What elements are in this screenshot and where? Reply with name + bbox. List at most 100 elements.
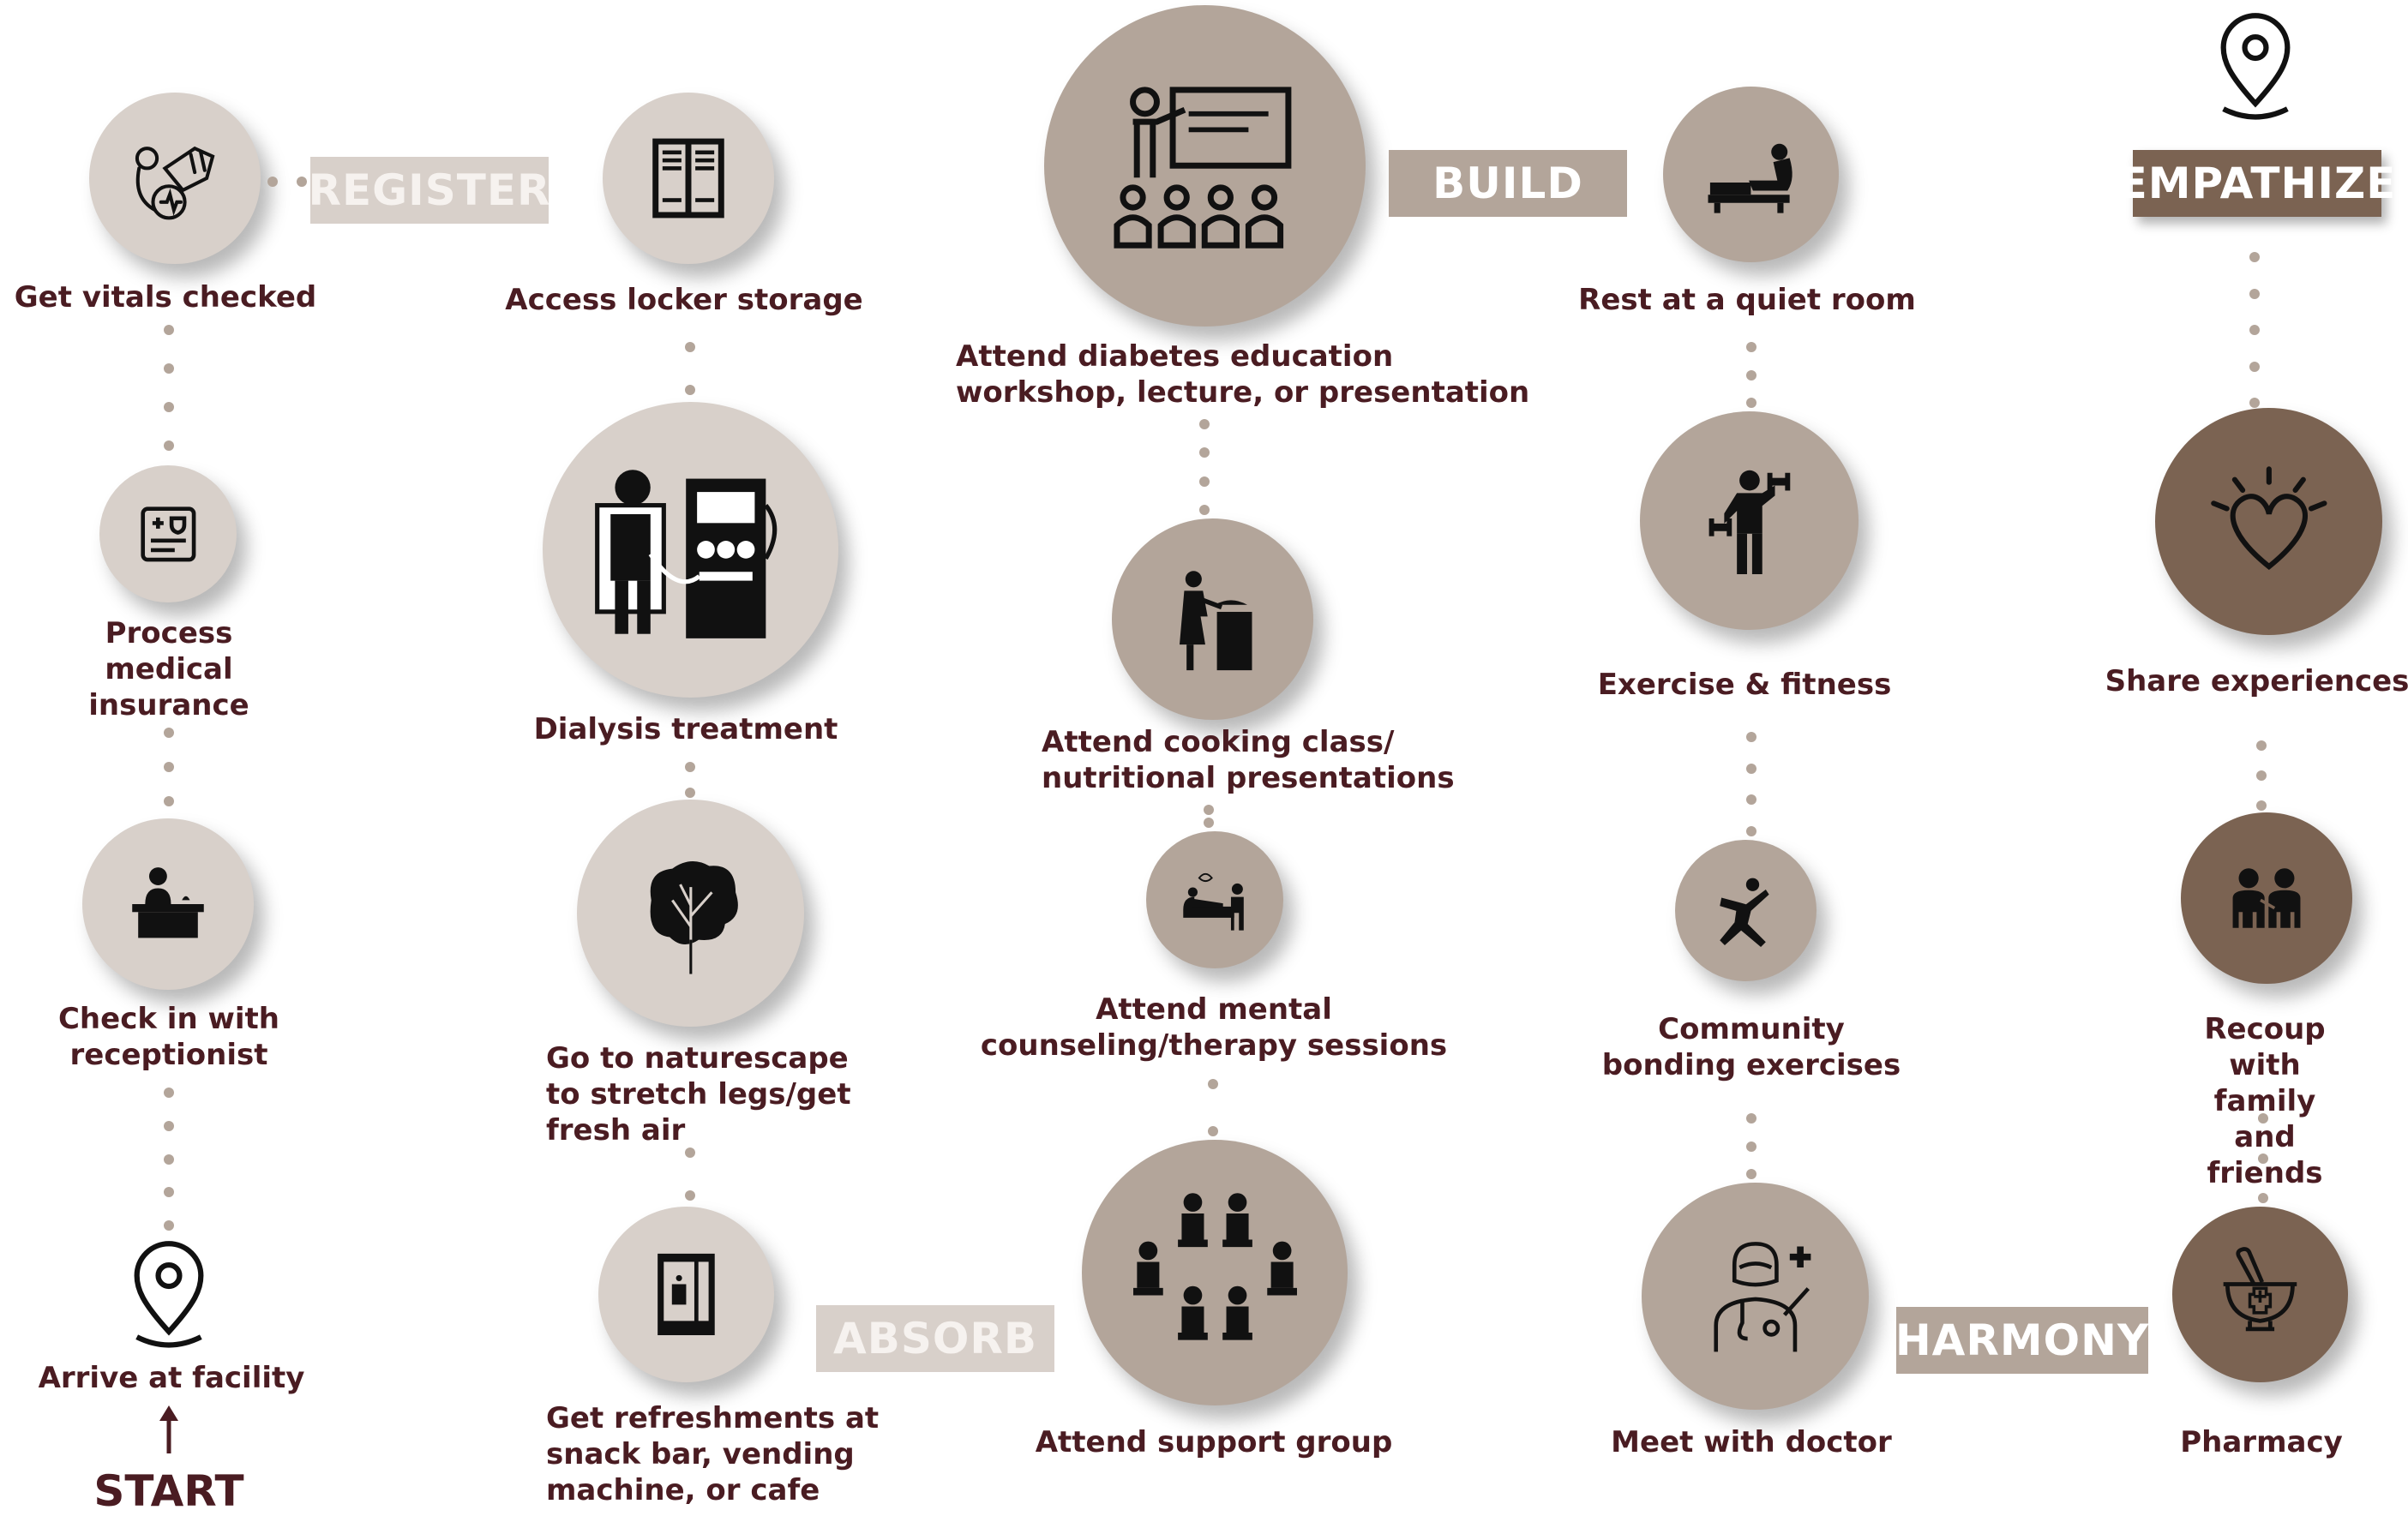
community-node bbox=[1675, 840, 1817, 981]
dumbbell-icon bbox=[1708, 470, 1790, 574]
connector-dot bbox=[1208, 1126, 1218, 1136]
mortar-pestle-icon bbox=[2223, 1247, 2297, 1332]
heart-icon bbox=[2210, 465, 2327, 570]
connector-dot bbox=[685, 788, 695, 798]
support-node bbox=[1082, 1140, 1348, 1405]
connector-dot bbox=[2256, 800, 2267, 811]
checkin-label: Check in with receptionist bbox=[57, 1002, 280, 1072]
doctor-icon bbox=[1714, 1241, 1811, 1352]
locker-node bbox=[603, 93, 774, 264]
share-label: Share experiences bbox=[2105, 664, 2408, 698]
connector-dot bbox=[2249, 361, 2260, 372]
connector-dot bbox=[1746, 342, 1756, 352]
connector-dot bbox=[1746, 398, 1756, 408]
nature-label: Go to naturescape to stretch legs/get fr… bbox=[546, 1041, 851, 1147]
recoup-label: Recoup with family and friends bbox=[2204, 1012, 2326, 1190]
connector-dot bbox=[685, 1190, 695, 1201]
connector-dot bbox=[1746, 1141, 1756, 1152]
refresh-node bbox=[598, 1207, 774, 1382]
connector-dot bbox=[2256, 770, 2267, 781]
arrive-label: Arrive at facility bbox=[38, 1361, 305, 1395]
vitals-node bbox=[89, 93, 261, 264]
connector-dot bbox=[685, 762, 695, 772]
dialysis-node bbox=[543, 402, 838, 698]
stage-register-banner: REGISTER bbox=[308, 157, 550, 224]
connector-dot bbox=[1204, 805, 1214, 815]
vitals-label: Get vitals checked bbox=[14, 280, 317, 315]
connector-dot bbox=[2249, 288, 2260, 299]
family-icon bbox=[2232, 868, 2301, 928]
diabetes-node bbox=[1044, 5, 1366, 327]
refresh-label: Get refreshments at snack bar, vending m… bbox=[546, 1401, 880, 1507]
dialysis-label: Dialysis treatment bbox=[533, 712, 838, 746]
connector-dot bbox=[2249, 252, 2260, 262]
connector-dot bbox=[267, 177, 278, 187]
rest-node bbox=[1663, 87, 1839, 262]
mental-label: Attend mental counseling/therapy session… bbox=[980, 992, 1448, 1063]
location-pin-icon bbox=[134, 1241, 204, 1348]
connector-dot bbox=[1199, 476, 1210, 487]
insurance-node bbox=[99, 465, 237, 602]
connector-dot bbox=[1746, 1169, 1756, 1179]
nature-node bbox=[577, 800, 804, 1027]
connector-dot bbox=[1199, 447, 1210, 458]
connector-dot bbox=[1199, 505, 1210, 515]
recliner-icon bbox=[1708, 143, 1792, 213]
connector-dot bbox=[1746, 369, 1756, 380]
connector-dot bbox=[164, 796, 174, 806]
share-node bbox=[2155, 408, 2382, 635]
connector-dot bbox=[685, 385, 695, 395]
connector-dot bbox=[164, 728, 174, 738]
support-circle-icon bbox=[1132, 1192, 1297, 1340]
connector-dot bbox=[164, 1088, 174, 1098]
blood-pressure-icon bbox=[135, 146, 215, 220]
connector-dot bbox=[164, 1153, 174, 1165]
exercise-node bbox=[1640, 411, 1859, 630]
rest-label: Rest at a quiet room bbox=[1578, 283, 1916, 317]
stage-absorb-banner: ABSORB bbox=[816, 1305, 1054, 1372]
stage-harmony-banner: HARMONY bbox=[1895, 1307, 2148, 1374]
jumping-person-icon bbox=[1719, 878, 1769, 947]
connector-dot bbox=[1199, 419, 1210, 429]
connector-dot bbox=[1746, 1113, 1756, 1124]
recoup-node bbox=[2181, 812, 2352, 984]
connector-dot bbox=[685, 1147, 695, 1158]
tree-icon bbox=[650, 860, 738, 974]
connector-dot bbox=[1746, 763, 1756, 774]
location-pin-icon bbox=[2220, 13, 2291, 120]
vending-machine-icon bbox=[658, 1253, 715, 1336]
mental-node bbox=[1146, 831, 1283, 968]
pharmacy-node bbox=[2172, 1207, 2348, 1382]
connector-dot bbox=[164, 325, 174, 335]
connector-dot bbox=[2258, 1153, 2268, 1164]
community-label: Community bonding exercises bbox=[1601, 1012, 1901, 1082]
connector-dot bbox=[297, 177, 307, 187]
connector-dot bbox=[2249, 325, 2260, 335]
presentation-icon bbox=[1114, 87, 1292, 249]
connector-dot bbox=[164, 762, 174, 772]
support-label: Attend support group bbox=[1035, 1425, 1393, 1459]
stage-empathize-banner: EMPATHIZE bbox=[2118, 150, 2395, 217]
connector-dot bbox=[1208, 1079, 1218, 1089]
medical-card-icon bbox=[140, 506, 196, 562]
connector-dot bbox=[1746, 732, 1756, 742]
connector-dot bbox=[164, 1220, 174, 1231]
pharmacy-label: Pharmacy bbox=[2180, 1425, 2343, 1459]
connector-dot bbox=[164, 1120, 174, 1131]
insurance-label: Process medical insurance bbox=[88, 616, 249, 722]
connector-dot bbox=[1746, 794, 1756, 806]
diabetes-label: Attend diabetes education workshop, lect… bbox=[956, 339, 1530, 410]
connector-dot bbox=[164, 1187, 174, 1198]
cooking-icon bbox=[1180, 571, 1252, 671]
connector-dot bbox=[2258, 1193, 2268, 1203]
locker-label: Access locker storage bbox=[505, 283, 863, 317]
checkin-node bbox=[82, 818, 254, 990]
connector-dot bbox=[1204, 818, 1214, 828]
connector-dot bbox=[2256, 740, 2267, 751]
reception-desk-icon bbox=[132, 867, 204, 938]
cooking-label: Attend cooking class/ nutritional presen… bbox=[1042, 725, 1455, 795]
doctor-node bbox=[1642, 1183, 1869, 1410]
therapy-couch-icon bbox=[1182, 872, 1244, 931]
dialysis-machine-icon bbox=[595, 470, 778, 638]
